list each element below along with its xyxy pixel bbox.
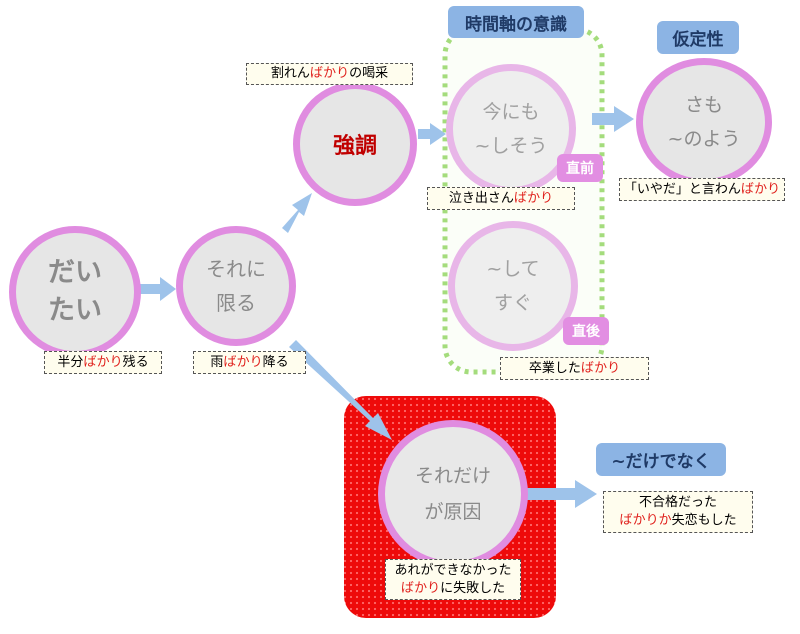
note-iyada: 「いやだ」と言わんばかり <box>619 178 785 201</box>
node-imanimo-line1: 今にも <box>482 101 540 123</box>
arrow-soreni-soredake <box>289 340 392 440</box>
node-shitesugu-line2: すぐ <box>493 292 532 314</box>
note-sotsugyou-text: 卒業したばかり <box>528 360 621 376</box>
note-arega-line2: ばかりに失敗した <box>400 580 506 596</box>
label-kateisei: 仮定性 <box>657 21 739 54</box>
node-soredake-line2: が原因 <box>424 501 482 523</box>
node-samo-line2: ~のよう <box>667 128 741 150</box>
node-soreni: それに 限る <box>176 226 296 346</box>
note-arega: あれができなかった ばかりに失敗した <box>385 559 521 600</box>
note-ame-text: 雨ばかり降る <box>210 354 289 370</box>
note-ame: 雨ばかり降る <box>193 351 306 374</box>
label-chokugo: 直後 <box>563 317 609 345</box>
note-iyada-text: 「いやだ」と言わんばかり <box>623 181 781 197</box>
node-imanimo-line2: ~しそう <box>474 135 548 157</box>
note-warerun-text: 割れんばかりの喝采 <box>270 66 389 81</box>
node-shitesugu-line1: ~して <box>486 258 540 280</box>
node-samo-line1: さも <box>684 94 723 116</box>
node-kyouchou: 強調 <box>293 82 417 206</box>
node-soreni-line2: 限る <box>216 291 256 315</box>
arrow-daitai-soreni <box>140 277 176 301</box>
node-kyouchou-line1: 強調 <box>332 134 377 159</box>
node-daitai: だい たい <box>9 226 141 358</box>
note-nakidasan-text: 泣き出さんばかり <box>448 190 554 206</box>
node-daitai-line2: たい <box>48 295 102 326</box>
arrow-kyouchou-imanimo <box>418 123 446 145</box>
note-arega-line1: あれができなかった <box>394 562 512 578</box>
arrow-imanimo-samo <box>592 106 634 132</box>
note-fugoukaku-line2: ばかりか失恋もした <box>619 513 737 528</box>
arrow-soreni-kyouchou <box>282 193 312 233</box>
label-jikanjiku: 時間軸の意識 <box>448 6 584 38</box>
node-soredake: それだけ が原因 <box>378 420 528 568</box>
node-soredake-line1: それだけ <box>414 465 491 487</box>
arrow-soredake-dakedenaku <box>527 480 597 508</box>
label-chokuzen: 直前 <box>557 154 603 182</box>
note-hanbun-text: 半分ばかり残る <box>57 354 149 370</box>
note-fugoukaku: 不合格だった ばかりか失恋もした <box>603 491 753 533</box>
node-daitai-line1: だい <box>48 257 102 288</box>
note-sotsugyou: 卒業したばかり <box>500 357 649 380</box>
note-fugoukaku-line1: 不合格だった <box>638 495 717 510</box>
label-dakedenaku: ~だけでなく <box>596 443 726 476</box>
note-warerun: 割れんばかりの喝采 <box>246 63 413 85</box>
node-samo: さも ~のよう <box>636 58 772 186</box>
note-hanbun: 半分ばかり残る <box>44 351 162 374</box>
node-shitesugu: ~して すぐ <box>448 221 578 351</box>
note-nakidasan: 泣き出さんばかり <box>427 187 575 210</box>
node-soreni-line1: それに <box>206 257 266 281</box>
